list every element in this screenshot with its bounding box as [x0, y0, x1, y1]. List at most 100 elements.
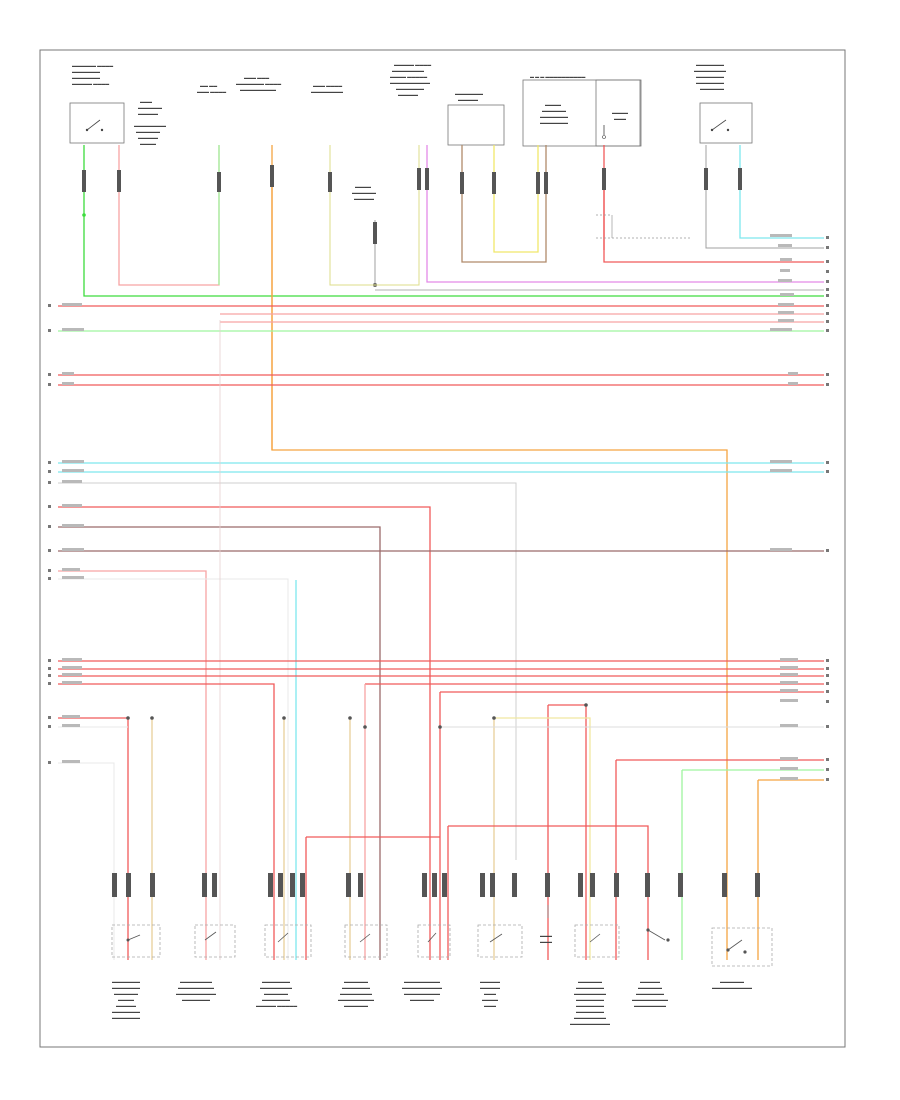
svg-text:▬▬▬▬▬▬▬: ▬▬▬▬▬▬▬	[636, 991, 664, 996]
svg-text:▬▬▬▬▬▬: ▬▬▬▬▬▬	[410, 997, 434, 1002]
svg-text:▬▬▬▬: ▬▬▬▬	[355, 184, 371, 189]
svg-text:▬▬▬▬: ▬▬▬▬	[482, 997, 498, 1002]
horizontal-bus	[58, 305, 824, 960]
top-wiring	[82, 145, 824, 960]
svg-text:▬▬▬▬: ▬▬▬▬	[545, 102, 561, 107]
svg-text:▬▬▬▬▬▬▬: ▬▬▬▬▬▬▬	[396, 86, 424, 91]
module-box-relay	[595, 79, 641, 147]
svg-text:▬▬▬▬: ▬▬▬▬	[118, 997, 134, 1002]
svg-text:▬▬▬▬▬: ▬▬▬▬▬	[138, 135, 158, 140]
svg-text:▬▬▬▬▬▬▬▬▬: ▬▬▬▬▬▬▬▬▬	[404, 991, 440, 996]
svg-text:▬▬▬▬▬▬▬▬▬▬: ▬▬▬▬▬▬▬▬▬▬	[570, 1021, 610, 1026]
svg-text:▬▬▬▬▬▬▬▬▬: ▬▬▬▬▬▬▬▬▬	[240, 87, 276, 92]
svg-text:▬▬▬▬▬▬: ▬▬▬▬▬▬	[114, 991, 138, 996]
svg-text:▬▬▬▬▬▬▬: ▬▬▬▬▬▬▬	[112, 1015, 140, 1020]
svg-text:▬▬▬▬▬: ▬▬▬▬▬	[398, 92, 418, 97]
svg-text:▬ ▬ ▬ ▬▬▬▬▬▬▬▬▬▬: ▬ ▬ ▬ ▬▬▬▬▬▬▬▬▬▬	[530, 74, 585, 79]
svg-text:▬▬▬ ▬▬▬: ▬▬▬ ▬▬▬	[244, 75, 269, 80]
svg-text:▬▬▬▬▬▬▬: ▬▬▬▬▬▬▬	[455, 91, 483, 96]
top-components: ▬▬▬▬▬▬ ▬▬▬▬▬▬▬▬▬▬▬▬▬▬▬▬▬▬▬▬▬▬▬ ▬▬▬▬ ▬▬▬▬…	[69, 62, 753, 287]
svg-text:▬▬▬▬▬: ▬▬▬▬▬	[640, 979, 660, 984]
svg-text:▬▬▬ ▬▬▬▬: ▬▬▬ ▬▬▬▬	[313, 83, 342, 88]
svg-text:▬▬▬▬▬▬▬: ▬▬▬▬▬▬▬	[576, 985, 604, 990]
svg-text:▬▬▬▬▬▬▬▬▬: ▬▬▬▬▬▬▬▬▬	[338, 997, 374, 1002]
bottom-labels: ▬▬▬▬▬▬▬▬▬▬▬▬▬▬▬▬▬▬▬▬▬▬▬▬▬▬▬▬▬▬▬▬▬▬▬▬▬▬▬▬…	[112, 933, 752, 1026]
module-box-instrument	[447, 104, 505, 146]
switch-box-2	[699, 102, 753, 144]
svg-text:▬▬▬▬▬▬▬: ▬▬▬▬▬▬▬	[112, 979, 140, 984]
svg-text:▬▬▬▬▬▬▬: ▬▬▬▬▬▬▬	[112, 985, 140, 990]
svg-text:▬▬▬▬▬: ▬▬▬▬▬	[116, 1003, 136, 1008]
svg-text:▬▬ ▬▬: ▬▬ ▬▬	[200, 83, 217, 88]
svg-text:▬▬▬▬: ▬▬▬▬	[612, 110, 628, 115]
svg-text:▬▬▬: ▬▬▬	[614, 116, 626, 121]
svg-text:▬▬▬▬▬▬▬▬: ▬▬▬▬▬▬▬▬	[134, 123, 166, 128]
svg-text:▬▬▬▬▬▬▬▬: ▬▬▬▬▬▬▬▬	[574, 1015, 606, 1020]
svg-text:▬▬▬▬▬▬▬: ▬▬▬▬▬▬▬	[72, 75, 100, 80]
svg-text:▬▬▬▬▬▬▬▬▬▬: ▬▬▬▬▬▬▬▬▬▬	[390, 80, 430, 85]
svg-text:▬▬▬▬▬▬▬ ▬▬▬▬: ▬▬▬▬▬▬▬ ▬▬▬▬	[236, 81, 281, 86]
svg-text:▬▬▬▬▬▬▬▬▬▬: ▬▬▬▬▬▬▬▬▬▬	[402, 985, 442, 990]
svg-text:▬▬▬▬▬▬▬▬▬: ▬▬▬▬▬▬▬▬▬	[404, 979, 440, 984]
svg-text:▬▬▬: ▬▬▬	[540, 939, 552, 944]
switch-box-1	[69, 102, 125, 144]
svg-text:▬▬▬▬▬▬▬▬: ▬▬▬▬▬▬▬▬	[634, 1003, 666, 1008]
svg-text:▬▬▬▬▬▬: ▬▬▬▬▬▬	[720, 979, 744, 984]
svg-text:▬▬▬▬▬: ▬▬▬▬▬	[138, 111, 158, 116]
svg-text:▬▬▬: ▬▬▬	[540, 933, 552, 938]
svg-text:▬▬▬▬▬▬: ▬▬▬▬▬▬	[138, 105, 162, 110]
top-connector-pins	[82, 165, 742, 244]
svg-text:▬▬▬▬▬▬▬▬▬: ▬▬▬▬▬▬▬▬▬	[178, 985, 214, 990]
svg-text:▬▬▬▬▬▬▬▬: ▬▬▬▬▬▬▬▬	[694, 68, 726, 73]
svg-text:▬▬▬▬▬▬▬▬: ▬▬▬▬▬▬▬▬	[260, 985, 292, 990]
svg-text:▬▬▬▬▬▬▬: ▬▬▬▬▬▬▬	[182, 997, 210, 1002]
splice-points	[126, 703, 588, 729]
svg-text:▬▬▬▬▬▬: ▬▬▬▬▬▬	[578, 979, 602, 984]
svg-text:▬▬▬▬▬ ▬▬▬▬▬: ▬▬▬▬▬ ▬▬▬▬▬	[256, 1003, 297, 1008]
svg-text:▬▬▬▬▬▬▬: ▬▬▬▬▬▬▬	[540, 120, 568, 125]
svg-text:▬▬▬▬▬▬▬▬: ▬▬▬▬▬▬▬▬	[180, 979, 212, 984]
svg-text:▬▬▬▬▬: ▬▬▬▬▬	[458, 97, 478, 102]
svg-text:▬▬▬: ▬▬▬	[484, 991, 496, 996]
svg-text:▬▬▬▬▬: ▬▬▬▬▬	[480, 985, 500, 990]
svg-text:▬▬▬▬▬▬ ▬▬▬▬: ▬▬▬▬▬▬ ▬▬▬▬	[72, 63, 113, 68]
svg-text:▬▬▬▬▬▬: ▬▬▬▬▬▬	[638, 985, 662, 990]
module-box-pcm	[522, 79, 642, 147]
wire-tags	[62, 234, 798, 780]
svg-text:▬▬▬▬▬ ▬▬▬▬: ▬▬▬▬▬ ▬▬▬▬	[394, 62, 431, 67]
right-pin-marks	[826, 236, 829, 781]
svg-text:▬▬▬▬▬▬▬: ▬▬▬▬▬▬▬	[696, 62, 724, 67]
svg-text:▬▬▬▬▬▬▬: ▬▬▬▬▬▬▬	[72, 69, 100, 74]
bottom-connectors	[112, 873, 760, 897]
svg-text:▬▬▬▬▬▬: ▬▬▬▬▬▬	[344, 979, 368, 984]
left-pin-marks	[48, 304, 51, 764]
svg-text:▬▬▬▬▬: ▬▬▬▬▬	[354, 196, 374, 201]
svg-text:▬▬▬▬▬▬▬▬: ▬▬▬▬▬▬▬▬	[311, 89, 343, 94]
svg-text:▬▬▬▬▬▬▬▬: ▬▬▬▬▬▬▬▬	[574, 991, 606, 996]
diagram-border	[39, 49, 846, 1048]
svg-text:▬▬▬▬▬▬▬▬▬▬: ▬▬▬▬▬▬▬▬▬▬	[176, 991, 216, 996]
svg-text:▬▬▬▬▬▬▬: ▬▬▬▬▬▬▬	[696, 80, 724, 85]
svg-text:▬▬▬▬▬▬▬: ▬▬▬▬▬▬▬	[112, 1009, 140, 1014]
svg-text:▬▬▬▬: ▬▬▬▬	[140, 141, 156, 146]
svg-text:▬▬▬: ▬▬▬	[140, 99, 152, 104]
svg-text:▬▬▬▬ ▬▬▬▬▬: ▬▬▬▬ ▬▬▬▬▬	[390, 74, 427, 79]
svg-text:▬▬▬▬▬▬▬: ▬▬▬▬▬▬▬	[262, 997, 290, 1002]
svg-text:▬▬▬▬▬▬▬: ▬▬▬▬▬▬▬	[262, 979, 290, 984]
svg-text:▬▬▬▬▬▬: ▬▬▬▬▬▬	[136, 129, 160, 134]
svg-text:▬▬▬▬▬▬: ▬▬▬▬▬▬	[344, 1003, 368, 1008]
svg-text:▬▬▬▬▬: ▬▬▬▬▬	[480, 979, 500, 984]
svg-text:▬▬▬▬▬▬▬▬: ▬▬▬▬▬▬▬▬	[392, 68, 424, 73]
svg-text:▬▬▬▬▬▬▬: ▬▬▬▬▬▬▬	[576, 997, 604, 1002]
svg-text:▬▬▬▬▬ ▬▬▬▬: ▬▬▬▬▬ ▬▬▬▬	[72, 81, 109, 86]
svg-text:▬▬▬▬▬▬▬: ▬▬▬▬▬▬▬	[696, 74, 724, 79]
svg-text:▬▬▬▬▬▬: ▬▬▬▬▬▬	[700, 86, 724, 91]
svg-text:▬▬▬▬▬▬: ▬▬▬▬▬▬	[542, 108, 566, 113]
svg-text:▬▬▬▬▬▬: ▬▬▬▬▬▬	[352, 190, 376, 195]
bottom-components	[111, 905, 773, 967]
svg-text:▬▬▬▬▬▬: ▬▬▬▬▬▬	[264, 991, 288, 996]
svg-text:▬▬▬▬▬▬▬▬▬▬: ▬▬▬▬▬▬▬▬▬▬	[712, 985, 752, 990]
svg-text:▬▬▬ ▬▬▬▬: ▬▬▬ ▬▬▬▬	[197, 89, 226, 94]
svg-text:▬▬▬▬▬▬▬: ▬▬▬▬▬▬▬	[576, 1003, 604, 1008]
